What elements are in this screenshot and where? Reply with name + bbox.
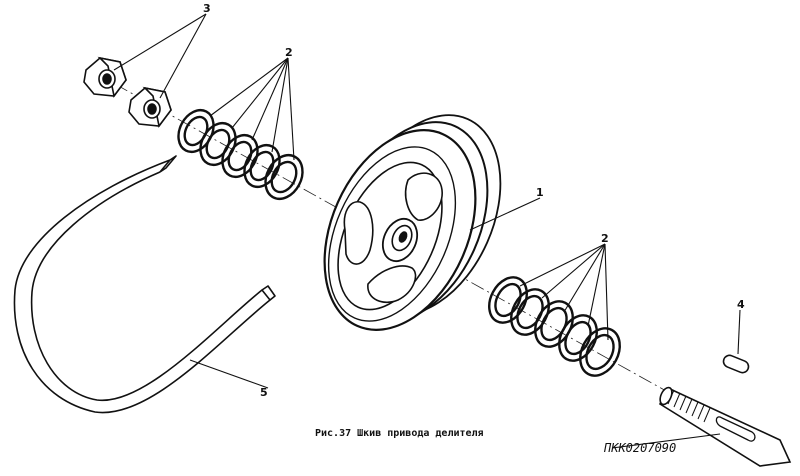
- washer-upper-1: [177, 108, 215, 154]
- part-number: ПКК0207090: [603, 441, 676, 455]
- washer-lower-3: [534, 300, 574, 348]
- callout-washers-upper: 2: [285, 46, 293, 59]
- washer-lower-4: [558, 314, 598, 362]
- washers-upper: [177, 108, 304, 201]
- callout-pulley: 1: [536, 186, 544, 199]
- washer-lower-5: [579, 327, 621, 377]
- washer-upper-3: [221, 133, 259, 179]
- washer-upper-2: [199, 121, 237, 167]
- woodruff-key: [722, 354, 750, 374]
- pulley: [323, 114, 502, 331]
- pulley-opening-left: [343, 201, 374, 265]
- drive-shaft: [658, 386, 792, 467]
- v-belt: [13, 155, 276, 414]
- washer-upper-5: [264, 153, 304, 201]
- washer-lower-1: [488, 276, 528, 324]
- hex-nut-inner: [128, 86, 172, 128]
- figure-caption: Рис.37 Шкив привода делителя: [315, 428, 484, 439]
- hex-nut-outer: [83, 56, 127, 98]
- washers-lower: [488, 276, 621, 377]
- shaft-keyway: [715, 416, 756, 442]
- callout-key: 4: [737, 298, 745, 311]
- callout-washers-lower: 2: [601, 232, 609, 245]
- pulley-opening-top: [404, 172, 443, 221]
- pulley-opening-bottom: [367, 265, 417, 304]
- leader-lines: [113, 13, 741, 449]
- washer-upper-4: [243, 143, 281, 189]
- shaft-thread: [667, 389, 711, 423]
- callout-nuts: 3: [203, 2, 211, 15]
- callout-belt: 5: [260, 386, 268, 399]
